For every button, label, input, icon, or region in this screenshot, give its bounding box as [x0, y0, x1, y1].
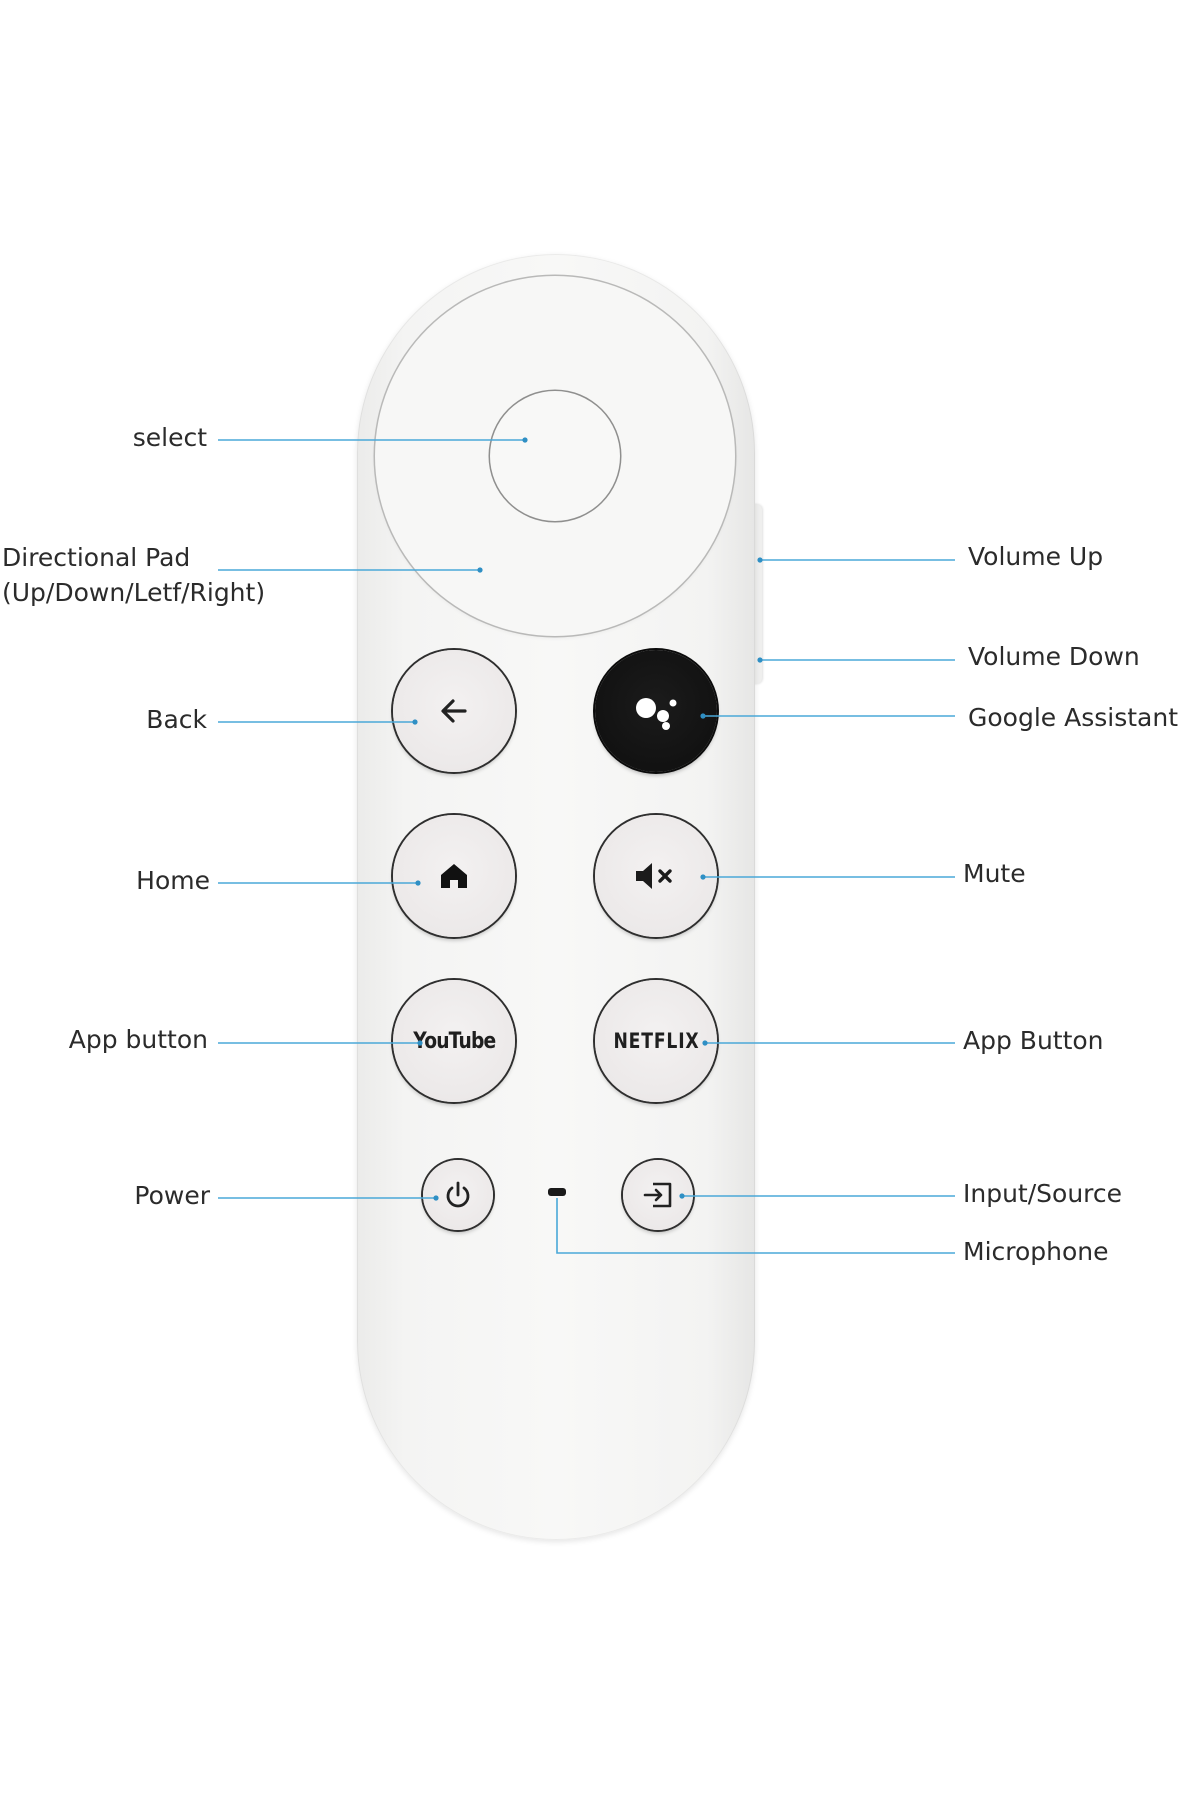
label-home: Home — [136, 866, 210, 895]
home-icon — [441, 864, 467, 888]
label-input-source: Input/Source — [963, 1179, 1123, 1208]
mute-button[interactable] — [595, 815, 717, 937]
label-volume-down: Volume Down — [968, 642, 1140, 671]
label-app-button-left: App button — [68, 1025, 208, 1054]
speaker-mute-icon — [636, 863, 672, 889]
arrow-left-icon — [441, 699, 467, 723]
input-source-icon — [643, 1182, 672, 1208]
youtube-app-button[interactable]: YouTube — [393, 980, 515, 1102]
google-assistant-dots-icon — [636, 698, 677, 730]
label-app-button-right: App Button — [963, 1026, 1104, 1055]
label-mute: Mute — [963, 859, 1026, 888]
power-icon — [446, 1181, 470, 1208]
youtube-label: YouTube — [412, 1028, 496, 1054]
label-select: select — [132, 423, 207, 452]
label-power: Power — [134, 1181, 210, 1210]
back-button[interactable] — [393, 650, 515, 772]
label-microphone: Microphone — [963, 1237, 1109, 1266]
google-assistant-button[interactable] — [595, 650, 717, 772]
power-button[interactable] — [423, 1160, 493, 1230]
home-button[interactable] — [393, 815, 515, 937]
netflix-label: NETFLIX — [612, 1029, 700, 1053]
label-volume-up: Volume Up — [968, 542, 1104, 571]
label-directional-pad-directions: (Up/Down/Letf/Right) — [2, 578, 266, 607]
volume-rocker[interactable] — [752, 504, 762, 684]
netflix-app-button[interactable]: NETFLIX — [595, 980, 717, 1102]
label-back: Back — [146, 705, 207, 734]
label-google-assistant: Google Assistant — [968, 703, 1178, 732]
label-directional-pad: Directional Pad — [2, 543, 191, 572]
microphone — [548, 1188, 566, 1196]
leader-microphone — [556, 1198, 955, 1254]
select-button[interactable] — [490, 391, 620, 521]
